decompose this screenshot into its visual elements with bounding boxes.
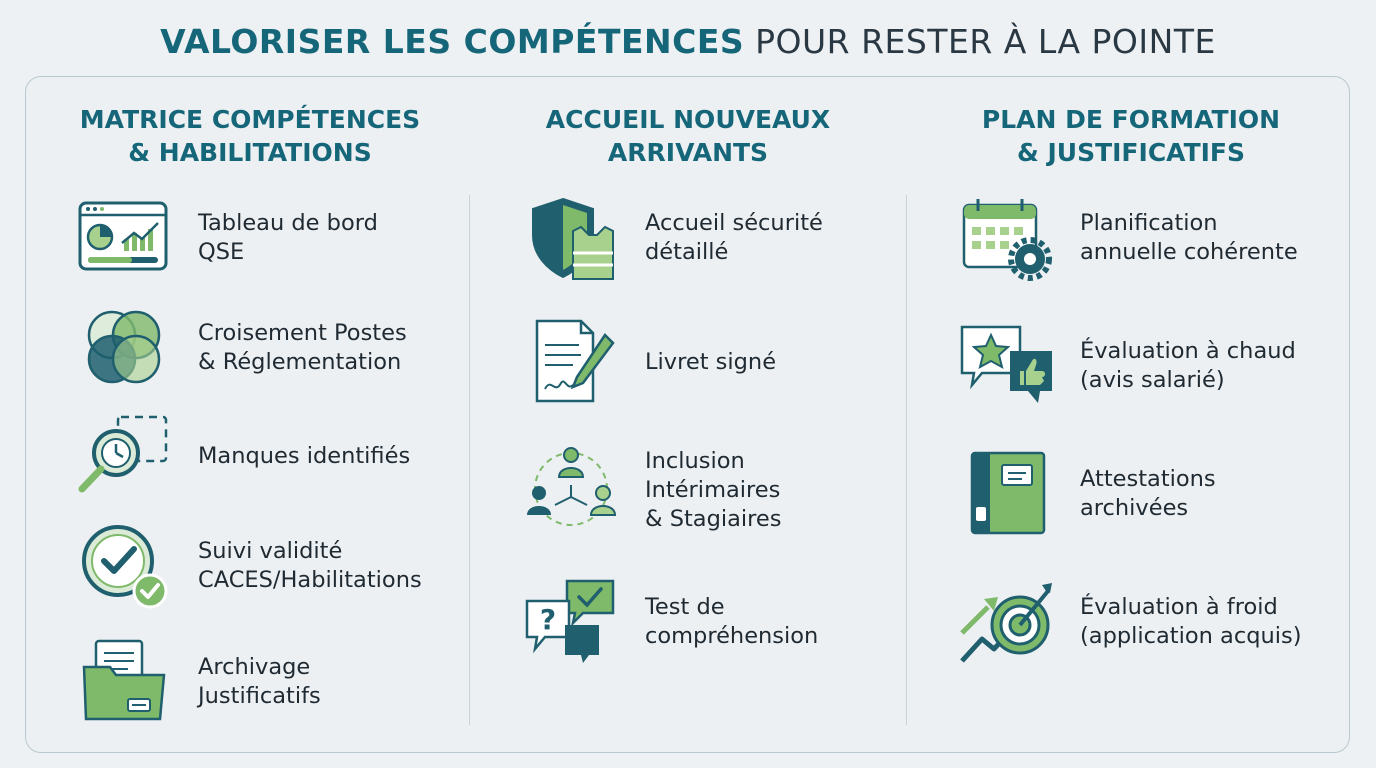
- item-label: Croisement Postes & Réglementation: [198, 320, 407, 375]
- item-label: Manques identifiés: [198, 442, 411, 469]
- item-label: Attestations archivées: [1080, 466, 1216, 521]
- item-label: Livret signé: [645, 348, 777, 375]
- column-heading-formation: PLAN DE FORMATION & JUSTIFICATIFS: [981, 105, 1281, 167]
- item-label: Suivi validité CACES/Habilitations: [198, 538, 422, 593]
- title-strong: VALORISER LES COMPÉTENCES: [160, 22, 745, 61]
- list-item: Manques identifiés: [76, 411, 410, 501]
- star-thumbs-icon: [958, 321, 1054, 411]
- shield-vest-icon: [523, 193, 619, 283]
- item-label: Évaluation à chaud (avis salarié): [1080, 338, 1296, 393]
- item-label: Tableau de bord QSE: [198, 210, 378, 265]
- item-label: Planification annuelle cohérente: [1080, 210, 1298, 265]
- list-item: Archivage Justificatifs: [76, 637, 321, 727]
- item-label: Archivage Justificatifs: [198, 654, 321, 709]
- chat-question-icon: ?: [523, 577, 619, 667]
- people-network-icon: [523, 445, 619, 535]
- venn-icon: [76, 303, 172, 393]
- column-heading-accueil: ACCUEIL NOUVEAUX ARRIVANTS: [545, 105, 831, 167]
- magnifier-clock-icon: [76, 411, 172, 501]
- list-item: Tableau de bord QSE: [76, 193, 378, 283]
- column-divider-1: [469, 195, 470, 725]
- list-item: Suivi validité CACES/Habilitations: [76, 521, 422, 611]
- title-light: POUR RESTER À LA POINTE: [755, 22, 1216, 61]
- page-title: VALORISER LES COMPÉTENCES POUR RESTER À …: [0, 22, 1376, 61]
- folder-icon: [76, 637, 172, 727]
- column-divider-2: [906, 195, 907, 725]
- list-item: Évaluation à chaud (avis salarié): [958, 321, 1296, 411]
- dashboard-icon: [76, 193, 172, 283]
- item-label: Test de compréhension: [645, 594, 819, 649]
- list-item: Inclusion Intérimaires & Stagiaires: [523, 445, 781, 535]
- list-item: Livret signé: [523, 317, 776, 407]
- calendar-gear-icon: [958, 193, 1054, 283]
- binder-icon: [958, 449, 1054, 539]
- item-label: Accueil sécurité détaillé: [645, 210, 823, 265]
- list-item: ? Test de compréhension: [523, 577, 818, 667]
- column-heading-matrice: MATRICE COMPÉTENCES & HABILITATIONS: [79, 105, 421, 167]
- target-arrow-icon: [958, 577, 1054, 667]
- list-item: Attestations archivées: [958, 449, 1216, 539]
- list-item: Évaluation à froid (application acquis): [958, 577, 1302, 667]
- list-item: Croisement Postes & Réglementation: [76, 303, 407, 393]
- item-label: Évaluation à froid (application acquis): [1080, 594, 1302, 649]
- clock-check-icon: [76, 521, 172, 611]
- content-panel: [25, 76, 1350, 753]
- document-pen-icon: [523, 317, 619, 407]
- item-label: Inclusion Intérimaires & Stagiaires: [645, 447, 782, 532]
- list-item: Planification annuelle cohérente: [958, 193, 1298, 283]
- svg-text:?: ?: [540, 603, 556, 636]
- list-item: Accueil sécurité détaillé: [523, 193, 823, 283]
